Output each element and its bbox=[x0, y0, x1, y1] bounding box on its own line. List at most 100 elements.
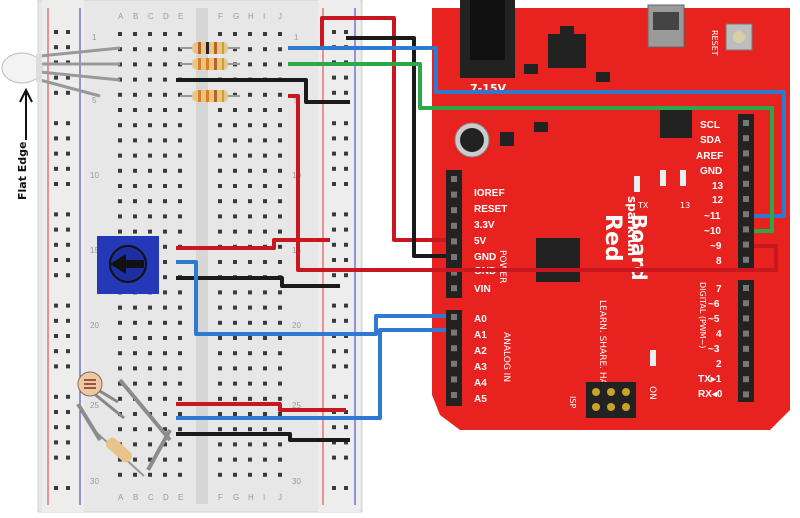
svg-text:E: E bbox=[178, 12, 183, 21]
svg-text:1: 1 bbox=[294, 33, 299, 42]
isp-label: ISP bbox=[568, 396, 577, 408]
rgb-led bbox=[1, 46, 121, 98]
wire-red-photo bbox=[176, 402, 346, 412]
led13-label: 13 bbox=[680, 201, 690, 210]
arrow-icon bbox=[19, 87, 33, 140]
svg-text:RESET: RESET bbox=[474, 204, 507, 215]
svg-text:25: 25 bbox=[292, 401, 301, 410]
svg-text:GND: GND bbox=[474, 252, 496, 263]
reset-label: RESET bbox=[710, 30, 719, 56]
power-header-label: POWER bbox=[497, 250, 507, 283]
svg-text:13: 13 bbox=[712, 181, 724, 192]
digital-header-bottom bbox=[738, 280, 754, 402]
redboard: 7-15V RESET TX 13 sparkfun Red Board LEA… bbox=[432, 0, 790, 430]
svg-text:AREF: AREF bbox=[696, 151, 723, 162]
arrow-knob-icon bbox=[110, 254, 144, 274]
wire-black-led bbox=[176, 78, 350, 104]
wire-blue-pin11 bbox=[288, 46, 786, 218]
breadboard-holes bbox=[54, 30, 348, 490]
svg-text:IOREF: IOREF bbox=[474, 188, 505, 199]
potentiometer bbox=[97, 236, 159, 294]
digital-pin-labels-top: SCL SDA AREF GND 13 12 ~11 ~10 ~9 8 bbox=[696, 120, 724, 267]
svg-text:30: 30 bbox=[292, 477, 301, 486]
svg-text:SCL: SCL bbox=[700, 120, 720, 131]
wire-black-pot bbox=[176, 276, 340, 288]
svg-text:10: 10 bbox=[90, 171, 99, 180]
digital-header-top bbox=[738, 114, 754, 272]
svg-text:TX▸1: TX▸1 bbox=[698, 374, 722, 385]
microcontroller-chip bbox=[536, 238, 580, 282]
svg-text:3.3V: 3.3V bbox=[474, 220, 495, 231]
svg-text:H: H bbox=[248, 493, 254, 502]
svg-text:5: 5 bbox=[92, 96, 97, 105]
brand-label: sparkfun bbox=[625, 196, 639, 256]
svg-text:A0: A0 bbox=[474, 314, 487, 325]
svg-text:B: B bbox=[133, 12, 138, 21]
svg-text:~9: ~9 bbox=[710, 241, 722, 252]
column-letters-bottom: A B C D E F G H I J bbox=[118, 493, 282, 502]
svg-text:J: J bbox=[278, 493, 282, 502]
logo-line1: Red bbox=[600, 214, 625, 262]
svg-text:2: 2 bbox=[716, 359, 722, 370]
digital-header-label: DIGITAL (PWM~) bbox=[698, 282, 707, 348]
svg-text:I: I bbox=[263, 493, 265, 502]
svg-text:I: I bbox=[263, 12, 265, 21]
svg-text:5V: 5V bbox=[474, 236, 487, 247]
svg-text:D: D bbox=[163, 12, 169, 21]
wire-black-gnd-top bbox=[346, 36, 446, 258]
digital-pin-labels-bottom: 7 ~6 ~5 4 ~3 2 TX▸1 RX◂0 bbox=[698, 284, 723, 400]
svg-text:1: 1 bbox=[92, 33, 97, 42]
svg-text:20: 20 bbox=[292, 321, 301, 330]
svg-text:8: 8 bbox=[716, 256, 722, 267]
svg-text:12: 12 bbox=[712, 195, 724, 206]
analog-pin-labels: A0 A1 A2 A3 A4 A5 bbox=[474, 314, 487, 405]
svg-text:~5: ~5 bbox=[708, 314, 720, 325]
wires bbox=[176, 16, 786, 442]
svg-text:C: C bbox=[148, 493, 154, 502]
svg-text:F: F bbox=[218, 12, 223, 21]
svg-text:~11: ~11 bbox=[704, 211, 721, 222]
wire-black-photo bbox=[176, 432, 350, 442]
svg-text:VIN: VIN bbox=[474, 284, 491, 295]
svg-text:A4: A4 bbox=[474, 378, 487, 389]
svg-text:20: 20 bbox=[90, 321, 99, 330]
resistors-led bbox=[180, 42, 240, 102]
svg-text:~6: ~6 bbox=[708, 299, 720, 310]
svg-text:A3: A3 bbox=[474, 362, 487, 373]
tagline: LEARN. SHARE. HACK. bbox=[597, 300, 607, 400]
resistor-photo bbox=[76, 378, 172, 477]
svg-text:~10: ~10 bbox=[704, 226, 721, 237]
svg-text:7: 7 bbox=[716, 284, 722, 295]
photoresistor bbox=[77, 371, 125, 420]
svg-text:GND: GND bbox=[700, 166, 722, 177]
svg-text:A2: A2 bbox=[474, 346, 487, 357]
svg-text:G: G bbox=[233, 493, 239, 502]
svg-text:SDA: SDA bbox=[700, 135, 721, 146]
wire-green-pin10 bbox=[288, 62, 774, 233]
flat-edge-label: Flat Edge bbox=[16, 141, 29, 200]
svg-text:A1: A1 bbox=[474, 330, 487, 341]
svg-text:A: A bbox=[118, 493, 124, 502]
on-label: ON bbox=[647, 386, 657, 400]
svg-text:25: 25 bbox=[90, 401, 99, 410]
svg-text:B: B bbox=[133, 493, 138, 502]
svg-text:RX◂0: RX◂0 bbox=[698, 389, 723, 400]
svg-text:C: C bbox=[148, 12, 154, 21]
svg-text:E: E bbox=[178, 493, 183, 502]
wire-blue-photo-a1 bbox=[176, 328, 446, 420]
tx-led-label: TX bbox=[637, 201, 649, 210]
analog-header-label: ANALOG IN bbox=[501, 332, 511, 382]
wire-red-pot bbox=[176, 238, 330, 250]
svg-text:30: 30 bbox=[90, 477, 99, 486]
svg-text:G: G bbox=[233, 12, 239, 21]
svg-text:A5: A5 bbox=[474, 394, 487, 405]
svg-text:D: D bbox=[163, 493, 169, 502]
isp-header bbox=[586, 382, 636, 418]
wire-red-5v-top bbox=[320, 16, 446, 242]
svg-text:H: H bbox=[248, 12, 254, 21]
wire-red-pin9 bbox=[288, 94, 778, 272]
svg-text:A: A bbox=[118, 12, 124, 21]
svg-text:4: 4 bbox=[716, 329, 722, 340]
header-pins bbox=[451, 120, 749, 411]
